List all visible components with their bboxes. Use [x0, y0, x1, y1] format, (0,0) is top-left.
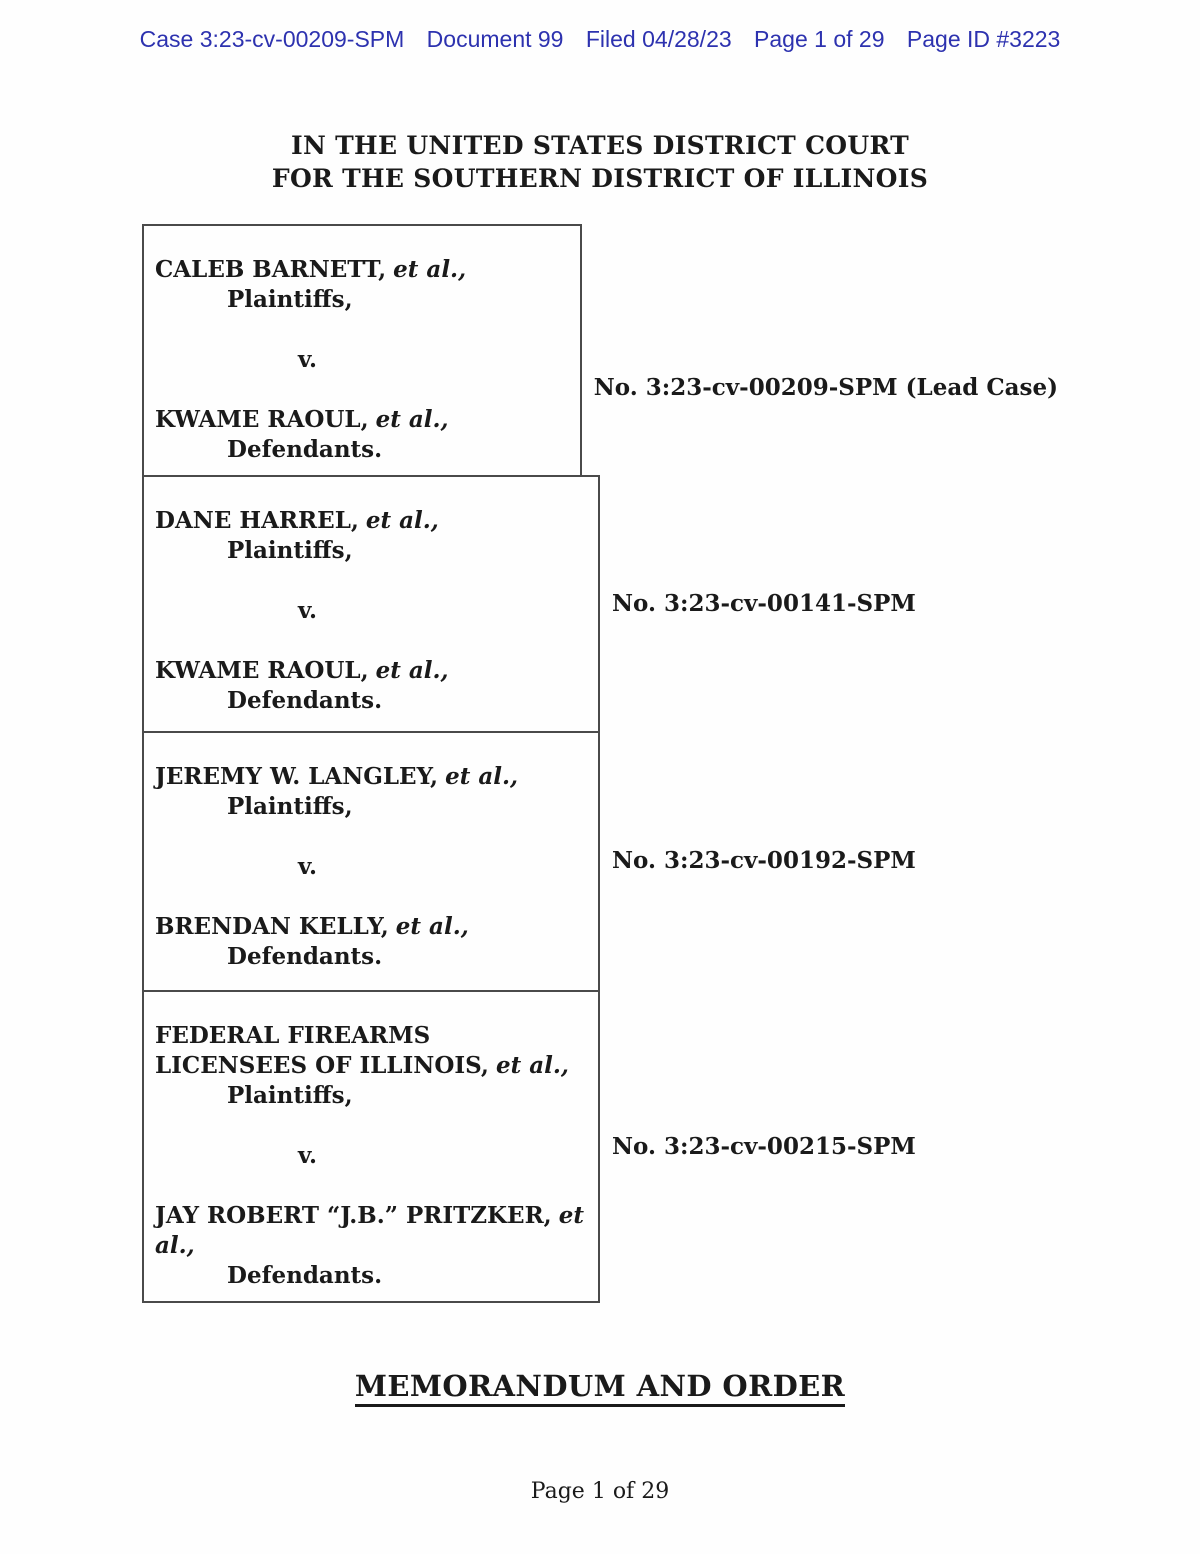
et-al-suffix: et al.,: [375, 406, 449, 433]
defendant-line: KWAME RAOUL,et al.,: [155, 656, 590, 686]
case-row-ffl: FEDERAL FIREARMS LICENSEES OF ILLINOIS,e…: [142, 990, 1058, 1303]
case-caption-cell: CALEB BARNETT,et al., Plaintiffs, v. KWA…: [142, 224, 582, 475]
defendant-line: JAY ROBERT “J.B.” PRITZKER,et al.,: [155, 1201, 590, 1261]
case-number: No. 3:23-cv-00141-SPM: [612, 589, 916, 617]
defendant-name: KWAME RAOUL,: [155, 406, 369, 433]
page-number-footer: Page 1 of 29: [530, 1479, 670, 1504]
case-number-cell: No. 3:23-cv-00141-SPM: [600, 475, 1058, 731]
versus: v.: [298, 1142, 318, 1169]
plaintiffs-role: Plaintiffs,: [227, 286, 353, 313]
versus: v.: [298, 346, 318, 373]
plaintiff-name: FEDERAL FIREARMS LICENSEES OF ILLINOIS,: [155, 1022, 489, 1079]
court-title-line2: FOR THE SOUTHERN DISTRICT OF ILLINOIS: [271, 164, 929, 193]
plaintiff-name: CALEB BARNETT,: [155, 256, 387, 283]
stamp-case-number: Case 3:23-cv-00209-SPM: [139, 26, 405, 52]
versus: v.: [298, 597, 318, 624]
case-caption-cell: JEREMY W. LANGLEY,et al., Plaintiffs, v.…: [142, 731, 600, 990]
case-number: No. 3:23-cv-00215-SPM: [612, 1133, 916, 1160]
defendants-role: Defendants.: [227, 943, 383, 970]
court-title: IN THE UNITED STATES DISTRICT COURT FOR …: [0, 129, 1200, 195]
case-number-cell: No. 3:23-cv-00209-SPM (Lead Case): [582, 224, 1058, 475]
case-row-langley: JEREMY W. LANGLEY,et al., Plaintiffs, v.…: [142, 731, 1058, 990]
et-al-suffix: et al.,: [395, 913, 469, 940]
defendants-role: Defendants.: [227, 436, 383, 463]
case-number: No. 3:23-cv-00192-SPM: [612, 847, 916, 874]
plaintiffs-role: Plaintiffs,: [227, 537, 353, 564]
et-al-suffix: et al.,: [495, 1052, 569, 1079]
defendant-name: JAY ROBERT “J.B.” PRITZKER,: [155, 1202, 552, 1229]
plaintiff-line: JEREMY W. LANGLEY,et al.,: [155, 762, 590, 792]
order-heading: MEMORANDUM AND ORDER: [0, 1369, 1200, 1407]
case-row-barnett: CALEB BARNETT,et al., Plaintiffs, v. KWA…: [142, 224, 1058, 475]
plaintiff-name: DANE HARREL,: [155, 507, 359, 534]
stamp-page-id: Page ID #3223: [906, 26, 1061, 52]
et-al-suffix: et al.,: [445, 763, 518, 790]
defendant-name: BRENDAN KELLY,: [155, 913, 389, 940]
et-al-suffix: et al.,: [365, 507, 439, 534]
plaintiffs-role: Plaintiffs,: [227, 793, 353, 820]
defendant-line: BRENDAN KELLY,et al.,: [155, 912, 590, 942]
case-caption-cell: FEDERAL FIREARMS LICENSEES OF ILLINOIS,e…: [142, 990, 600, 1303]
defendants-role: Defendants.: [227, 1262, 383, 1289]
case-row-harrel: DANE HARREL,et al., Plaintiffs, v. KWAME…: [142, 475, 1058, 731]
defendants-role: Defendants.: [227, 687, 383, 714]
case-number-cell: No. 3:23-cv-00215-SPM: [600, 990, 1058, 1303]
et-al-suffix: et al.,: [375, 657, 449, 684]
plaintiff-line: FEDERAL FIREARMS LICENSEES OF ILLINOIS,e…: [155, 1021, 590, 1081]
stamp-filed-date: Filed 04/28/23: [585, 26, 732, 52]
stamp-document-number: Document 99: [426, 26, 564, 52]
et-al-suffix: et al.,: [393, 256, 467, 283]
plaintiff-name: JEREMY W. LANGLEY,: [155, 763, 439, 790]
case-caption-cell: DANE HARREL,et al., Plaintiffs, v. KWAME…: [142, 475, 600, 731]
defendant-line: KWAME RAOUL,et al.,: [155, 405, 572, 435]
versus: v.: [298, 853, 318, 880]
plaintiff-line: CALEB BARNETT,et al.,: [155, 255, 572, 285]
court-title-line1: IN THE UNITED STATES DISTRICT COURT: [291, 131, 909, 160]
order-heading-text: MEMORANDUM AND ORDER: [354, 1369, 846, 1407]
et-al-suffix: et al.,: [155, 1202, 584, 1259]
plaintiff-line: DANE HARREL,et al.,: [155, 506, 590, 536]
filing-stamp: Case 3:23-cv-00209-SPM Document 99 Filed…: [0, 0, 1200, 53]
defendant-name: KWAME RAOUL,: [155, 657, 369, 684]
case-number-cell: No. 3:23-cv-00192-SPM: [600, 731, 1058, 990]
caption-table: CALEB BARNETT,et al., Plaintiffs, v. KWA…: [142, 224, 1058, 1303]
stamp-page-count: Page 1 of 29: [754, 26, 885, 52]
plaintiffs-role: Plaintiffs,: [227, 1082, 353, 1109]
case-number: No. 3:23-cv-00209-SPM (Lead Case): [593, 374, 1058, 401]
